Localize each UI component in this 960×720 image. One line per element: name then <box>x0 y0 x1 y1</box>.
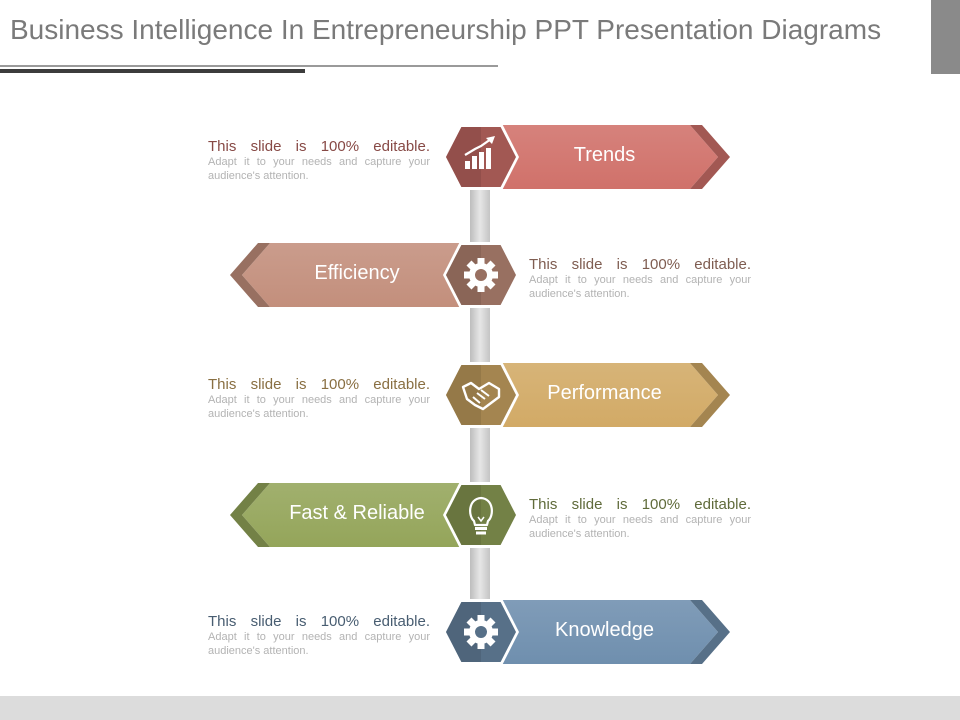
stage-description-4: This slide is 100% editable.Adapt it to … <box>208 613 430 658</box>
arrow-banner-1 <box>230 243 480 307</box>
description-body: Adapt it to your needs and capture your … <box>208 156 430 182</box>
stage-description-1: This slide is 100% editable.Adapt it to … <box>529 256 751 301</box>
description-body: Adapt it to your needs and capture your … <box>208 631 430 657</box>
stage-label-2: Performance <box>547 382 662 404</box>
slide-title: Business Intelligence In Entrepreneurshi… <box>10 14 882 45</box>
description-heading: This slide is 100% editable. <box>208 613 430 630</box>
description-body: Adapt it to your needs and capture your … <box>529 514 751 540</box>
stage-description-2: This slide is 100% editable.Adapt it to … <box>208 376 430 421</box>
title-underline-thin <box>0 65 498 67</box>
stage-label-4: Knowledge <box>555 619 654 641</box>
description-heading: This slide is 100% editable. <box>208 376 430 393</box>
description-body: Adapt it to your needs and capture your … <box>529 274 751 300</box>
corner-accent-block <box>931 0 960 74</box>
arrow-banner-3 <box>230 483 480 547</box>
hexagon-badge-3 <box>443 482 519 548</box>
bar-chart-growth-icon <box>464 136 495 169</box>
description-body: Adapt it to your needs and capture your … <box>208 394 430 420</box>
description-heading: This slide is 100% editable. <box>529 496 751 513</box>
stage-label-0: Trends <box>573 144 636 166</box>
hexagon-badge-4 <box>443 599 519 665</box>
stage-label-3: Fast & Reliable <box>289 502 425 524</box>
stage-label-1: Efficiency <box>314 262 400 284</box>
gear-icon <box>464 258 498 292</box>
lightbulb-icon <box>469 496 493 535</box>
gear-icon <box>464 615 498 649</box>
description-heading: This slide is 100% editable. <box>529 256 751 273</box>
stage-description-3: This slide is 100% editable.Adapt it to … <box>529 496 751 541</box>
hexagon-badge-0 <box>443 124 519 190</box>
description-heading: This slide is 100% editable. <box>208 138 430 155</box>
arrow-banner-0 <box>480 125 730 189</box>
title-underline-thick <box>0 69 305 73</box>
hexagon-badge-2 <box>443 362 519 428</box>
arrow-banner-4 <box>480 600 730 664</box>
footer-band <box>0 696 960 720</box>
handshake-icon <box>461 381 501 411</box>
stage-description-0: This slide is 100% editable.Adapt it to … <box>208 138 430 183</box>
hexagon-badge-1 <box>443 242 519 308</box>
arrow-banner-2 <box>480 363 730 427</box>
